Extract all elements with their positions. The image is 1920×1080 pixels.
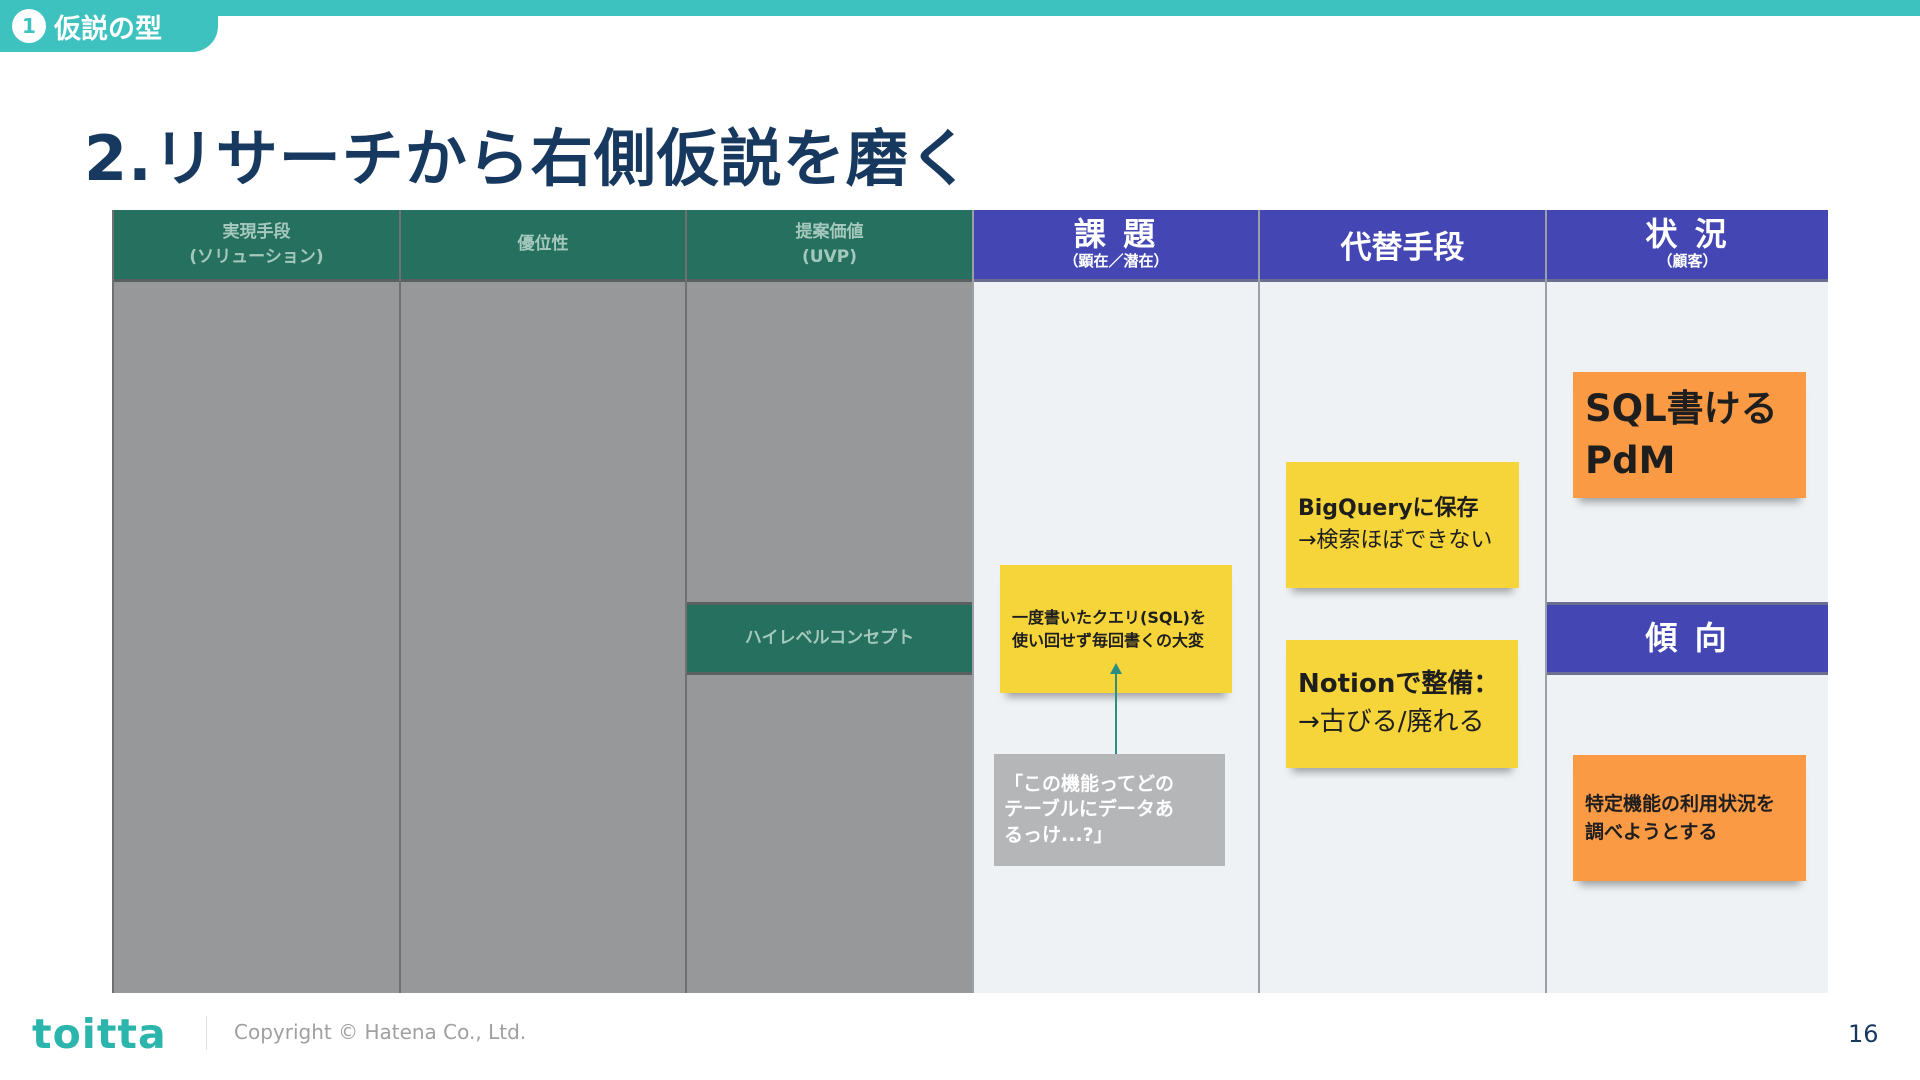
column-alternatives: 代替手段 BigQueryに保存 →検索ほぼできない Notionで整備： →古…: [1258, 210, 1545, 993]
column-problem: 課 題 （顕在／潜在） 一度書いたクエリ(SQL)を 使い回せず毎回書くの大変 …: [972, 210, 1258, 993]
footer-divider: [206, 1016, 207, 1050]
header-tendency: 傾 向: [1547, 602, 1828, 675]
section-number-badge: 1: [12, 9, 46, 43]
page-title: 2.リサーチから右側仮説を磨く: [84, 122, 972, 195]
top-accent-bar: [0, 0, 1920, 16]
column-advantage: 優位性: [399, 210, 685, 993]
header-advantage: 優位性: [401, 210, 685, 282]
quote-note-user-voice[interactable]: 「この機能ってどの テーブルにデータあ るっけ...?」: [994, 754, 1225, 866]
header-alternatives-title: 代替手段: [1340, 230, 1465, 266]
section-label: 仮説の型: [54, 13, 162, 45]
quote-note-line1: 「この機能ってどの: [1004, 772, 1175, 795]
header-tendency-title: 傾 向: [1645, 618, 1730, 657]
header-situation-subtitle: （顧客）: [1657, 251, 1718, 270]
sticky-note-sql-pdm-line2: PdM: [1585, 439, 1676, 482]
lean-canvas-board: 実現手段 (ソリューション) 優位性 提案価値 (UVP) ハイレベルコンセプト…: [112, 210, 1828, 993]
header-solution-subtitle: (ソリューション): [189, 246, 324, 267]
column-situation: 状 況 （顧客） SQL書ける PdM 傾 向 特定機能の利用状況を 調べようと…: [1545, 210, 1828, 993]
header-high-level-concept: ハイレベルコンセプト: [687, 602, 972, 675]
header-alternatives: 代替手段: [1260, 210, 1545, 282]
header-solution: 実現手段 (ソリューション): [114, 210, 399, 282]
sticky-note-bigquery-line1: BigQueryに保存: [1298, 496, 1479, 522]
arrow-shaft: [1115, 672, 1117, 768]
sticky-note-bigquery-line2: →検索ほぼできない: [1298, 528, 1493, 553]
section-tab: 1 仮説の型: [0, 0, 218, 52]
column-uvp: 提案価値 (UVP) ハイレベルコンセプト: [685, 210, 972, 993]
quote-note-line3: るっけ...?」: [1004, 823, 1113, 846]
sticky-note-problem-line2: 使い回せず毎回書くの大変: [1012, 631, 1205, 650]
header-uvp: 提案価値 (UVP): [687, 210, 972, 282]
sticky-note-notion-line1: Notionで整備：: [1298, 669, 1500, 700]
sticky-note-sql-pdm-line1: SQL書ける: [1585, 387, 1778, 431]
header-problem: 課 題 （顕在／潜在）: [974, 210, 1258, 282]
arrow-up-icon: [1110, 663, 1122, 674]
header-advantage-title: 優位性: [517, 234, 569, 255]
copyright-text: Copyright © Hatena Co., Ltd.: [234, 1020, 527, 1044]
column-solution: 実現手段 (ソリューション): [112, 210, 399, 993]
header-uvp-title: 提案価値: [795, 221, 864, 242]
sticky-note-bigquery[interactable]: BigQueryに保存 →検索ほぼできない: [1286, 462, 1519, 588]
header-situation: 状 況 （顧客）: [1547, 210, 1828, 282]
header-problem-subtitle: （顕在／潜在）: [1063, 251, 1169, 270]
sticky-note-feature-usage-line2: 調べようとする: [1585, 821, 1718, 843]
sticky-note-feature-usage[interactable]: 特定機能の利用状況を 調べようとする: [1573, 755, 1806, 881]
sticky-note-sql-pdm[interactable]: SQL書ける PdM: [1573, 372, 1806, 498]
page-number: 16: [1848, 1020, 1879, 1048]
sticky-note-feature-usage-line1: 特定機能の利用状況を: [1585, 792, 1776, 815]
quote-note-line2: テーブルにデータあ: [1004, 798, 1174, 821]
header-uvp-subtitle: (UVP): [802, 246, 857, 267]
sticky-note-problem-line1: 一度書いたクエリ(SQL)を: [1012, 607, 1206, 627]
header-situation-title: 状 況: [1645, 214, 1730, 253]
header-solution-title: 実現手段: [222, 221, 291, 242]
sticky-note-notion[interactable]: Notionで整備： →古びる/廃れる: [1286, 640, 1518, 768]
sticky-note-notion-line2: →古びる/廃れる: [1298, 707, 1485, 737]
header-problem-title: 課 題: [1073, 214, 1159, 253]
toitta-logo: toitta: [32, 1010, 167, 1058]
header-high-level-concept-title: ハイレベルコンセプト: [744, 628, 915, 649]
